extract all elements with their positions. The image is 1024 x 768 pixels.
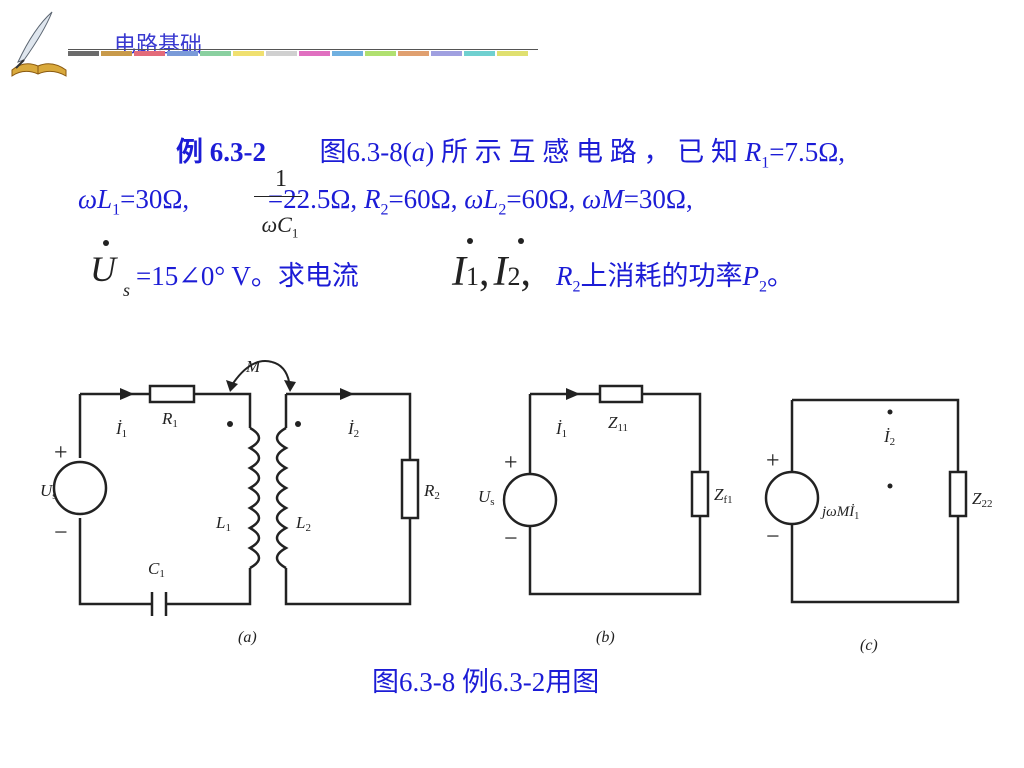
label-R1: R1 [161, 409, 178, 430]
label-Zf1: Zf1 [714, 485, 733, 506]
dot-marker-c [887, 483, 893, 489]
phasor-dot-Us [103, 240, 109, 246]
problem-line-3-tail: R2上消耗的功率P2。 [556, 261, 794, 296]
voltage-source-Us [52, 460, 108, 516]
fraction-denominator: ωC1 [261, 212, 299, 241]
header-stripe-segment [200, 51, 231, 56]
header-stripe-segment [431, 51, 462, 56]
figure-ref-sub: a [411, 137, 426, 167]
dot-marker-L1 [227, 421, 233, 427]
symbol-wL1: ωL [78, 184, 113, 214]
problem-line-1: 例 6.3-2 图6.3-8(a) 所 示 互 感 电 路 ， 已 知 R1=7… [176, 137, 846, 172]
header-stripe-segment [266, 51, 297, 56]
figure-ref: 图6.3-8( [319, 137, 412, 167]
resistor-R2 [400, 458, 420, 520]
header-stripe-segment [167, 51, 198, 56]
capacitor-C1 [150, 592, 168, 616]
label-plus: + [54, 440, 68, 466]
label-I2: İ2 [347, 419, 359, 440]
label-c: (c) [860, 637, 878, 654]
header-stripe-segment [365, 51, 396, 56]
symbol-wM: ωM [582, 184, 624, 214]
symbol-R2: R [363, 184, 381, 214]
inductor-L1 [247, 426, 261, 570]
label-b: (b) [596, 629, 615, 646]
circuit-a-diagram: M İ1 R1 İ2 Us + − L1 L2 C1 R2 (a) [40, 357, 440, 646]
label-R2: R2 [423, 481, 440, 502]
impedance-Z11 [598, 384, 644, 404]
fraction-bar [254, 196, 302, 197]
label-Z22: Z22 [972, 489, 992, 510]
label-plus-c: + [766, 448, 780, 474]
label-I1: İ1 [115, 419, 127, 440]
label-minus-b: − [504, 526, 518, 552]
symbol-R1: R [744, 137, 762, 167]
book-quill-logo [11, 11, 67, 77]
value-wM: =30Ω, [623, 184, 693, 214]
circuit-c-diagram: İ2 jωMİ1 + − Z22 (c) [764, 398, 992, 654]
phasor-dot-I2 [518, 238, 524, 244]
header-stripe-segment [464, 51, 495, 56]
example-label: 例 6.3-2 [176, 137, 266, 167]
label-plus-b: + [504, 450, 518, 476]
resistor-R1 [148, 384, 196, 404]
impedance-Zf1 [690, 470, 710, 518]
header-stripe-segment [68, 51, 99, 56]
value-Us: =15∠0° V。求电流 [136, 261, 359, 291]
label-minus-c: − [766, 524, 780, 550]
header-stripe-segment [233, 51, 264, 56]
label-L2: L2 [295, 513, 311, 534]
symbol-Us-sub: s [123, 280, 131, 300]
value-R1: =7.5Ω, [769, 137, 846, 167]
voltage-source-jwMI1 [764, 470, 820, 526]
value-wL1: =30Ω, [120, 184, 190, 214]
circuit-b-diagram: İ1 Z11 Us + − Zf1 (b) [478, 384, 733, 646]
label-C1: C1 [148, 559, 165, 580]
impedance-Z22 [948, 470, 968, 518]
label-jwMI1: jωMİ1 [820, 504, 859, 522]
mutual-arrow-head-left [226, 380, 238, 392]
symbol-Us: U [90, 249, 116, 289]
label-a: (a) [238, 629, 257, 646]
mutual-arrow-head-right [284, 380, 296, 392]
header-stripe-segment [332, 51, 363, 56]
problem-line-2: ωL1=30Ω, =22.5Ω, R2=60Ω, ωL2=60Ω, ωM=30Ω… [78, 184, 693, 219]
label-I2-c: İ2 [883, 427, 895, 448]
value-wL2: =60Ω, [506, 184, 576, 214]
header-stripe-segment [497, 51, 528, 56]
fraction-inv-wC1: 1 [256, 166, 306, 193]
label-Us-b: Us [478, 487, 495, 508]
label-M: M [245, 357, 261, 376]
label-minus: − [54, 520, 68, 546]
figure-caption: 图6.3-8 例6.3-2用图 [372, 667, 600, 697]
header-stripe-segment [101, 51, 132, 56]
inductor-L2 [275, 426, 289, 570]
label-Us: Us [40, 481, 57, 502]
dot-marker-L2 [295, 421, 301, 427]
value-R2: =60Ω, [388, 184, 458, 214]
label-I1-b: İ1 [555, 419, 567, 440]
header-stripe-segment [398, 51, 429, 56]
problem-text: ) 所 示 互 感 电 路 ， 已 知 [425, 137, 738, 167]
voltage-source-Us-b [502, 472, 558, 528]
label-Z11: Z11 [608, 413, 628, 434]
label-L1: L1 [215, 513, 231, 534]
header-stripe-segment [299, 51, 330, 56]
fraction-numerator: 1 [275, 166, 287, 192]
currents-I1-I2: I1,I2, [452, 249, 531, 295]
header-rule [68, 49, 538, 50]
symbol-wL2: ωL [464, 184, 499, 214]
header-stripe-segment [134, 51, 165, 56]
value-inv-wC1: =22.5Ω, [267, 184, 358, 214]
phasor-dot-I1 [467, 238, 473, 244]
